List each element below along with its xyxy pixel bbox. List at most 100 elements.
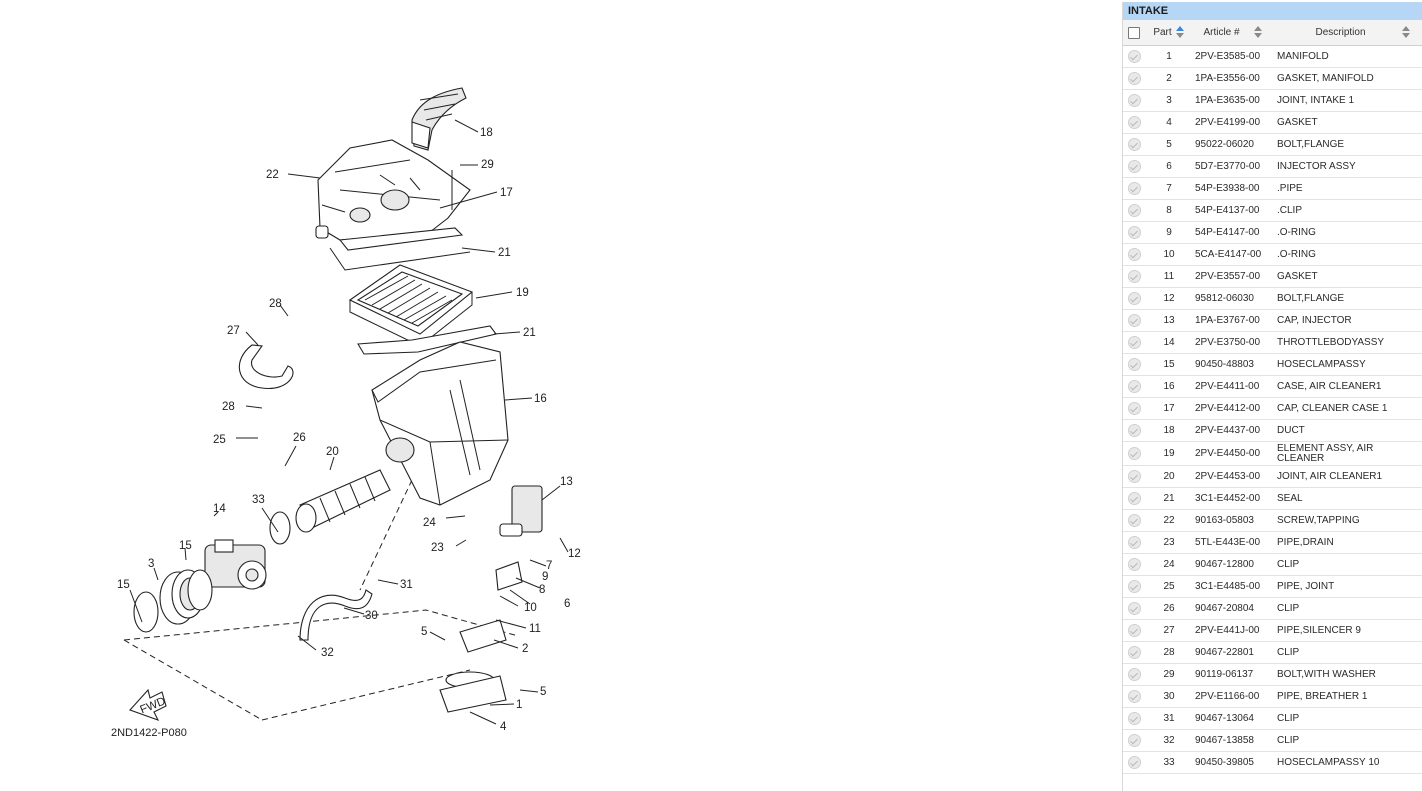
row-select-check-icon[interactable] — [1127, 204, 1141, 217]
row-select-check-icon[interactable] — [1127, 536, 1141, 549]
description-cell: CASE, AIR CLEANER1 — [1277, 380, 1382, 392]
row-select-check-icon[interactable] — [1127, 424, 1141, 437]
callout-7: 7 — [546, 560, 552, 572]
row-select-check-icon[interactable] — [1127, 756, 1141, 769]
article-number-cell: 90119-06137 — [1195, 668, 1254, 680]
exploded-parts-diagram[interactable]: FWD 1 2 3 4 5 5 6 7 8 9 10 11 12 13 14 1… — [0, 0, 1100, 791]
row-select-cell — [1123, 182, 1145, 195]
sort-icon[interactable] — [1401, 26, 1411, 39]
row-select-check-icon[interactable] — [1127, 690, 1141, 703]
description-cell: GASKET, MANIFOLD — [1277, 72, 1374, 84]
part-number-cell: 22 — [1163, 515, 1175, 526]
row-select-check-icon[interactable] — [1127, 624, 1141, 637]
row-select-check-icon[interactable] — [1127, 712, 1141, 725]
air-cleaner-joint — [295, 469, 391, 533]
sort-icon[interactable] — [1175, 26, 1185, 39]
row-select-check-icon[interactable] — [1127, 514, 1141, 527]
row-select-check-icon[interactable] — [1127, 270, 1141, 283]
row-select-check-icon[interactable] — [1127, 447, 1141, 460]
header-description[interactable]: Description — [1273, 26, 1422, 39]
row-select-check-icon[interactable] — [1127, 138, 1141, 151]
part-number-cell: 31 — [1163, 713, 1175, 724]
row-select-check-icon[interactable] — [1127, 94, 1141, 107]
callout-32: 32 — [321, 647, 334, 659]
row-select-check-icon[interactable] — [1127, 734, 1141, 747]
article-number-cell: 2PV-E4411-00 — [1195, 380, 1260, 392]
article-number-cell: 2PV-E4453-00 — [1195, 470, 1261, 482]
row-select-check-icon[interactable] — [1127, 668, 1141, 681]
row-select-check-icon[interactable] — [1127, 580, 1141, 593]
select-all-checkbox[interactable] — [1128, 26, 1140, 39]
part-number-cell: 19 — [1163, 448, 1175, 459]
header-part[interactable]: Part — [1145, 26, 1193, 39]
description-cell: SEAL — [1277, 492, 1303, 504]
row-select-check-icon[interactable] — [1127, 558, 1141, 571]
row-select-cell — [1123, 558, 1145, 571]
row-select-check-icon[interactable] — [1127, 380, 1141, 393]
row-select-check-icon[interactable] — [1127, 358, 1141, 371]
row-select-check-icon[interactable] — [1127, 50, 1141, 63]
callout-21a: 21 — [498, 247, 511, 259]
header-article[interactable]: Article # — [1193, 26, 1273, 39]
description-cell: DUCT — [1277, 424, 1305, 436]
breather-pipe — [299, 589, 373, 641]
row-select-check-icon[interactable] — [1127, 470, 1141, 483]
row-select-cell — [1123, 72, 1145, 85]
row-select-check-icon[interactable] — [1127, 226, 1141, 239]
header-part-label: Part — [1153, 27, 1172, 38]
sort-icon[interactable] — [1253, 26, 1263, 39]
row-select-cell — [1123, 380, 1145, 393]
row-select-check-icon[interactable] — [1127, 248, 1141, 261]
row-select-cell — [1123, 116, 1145, 129]
row-select-check-icon[interactable] — [1127, 336, 1141, 349]
row-select-check-icon[interactable] — [1127, 646, 1141, 659]
row-select-check-icon[interactable] — [1127, 116, 1141, 129]
article-number-cell: 90467-13858 — [1195, 734, 1254, 746]
row-select-check-icon[interactable] — [1127, 314, 1141, 327]
row-select-check-icon[interactable] — [1127, 72, 1141, 85]
article-number-cell: 2PV-E1166-00 — [1195, 690, 1260, 702]
row-select-check-icon[interactable] — [1127, 602, 1141, 615]
row-select-check-icon[interactable] — [1127, 182, 1141, 195]
article-number-cell: 1PA-E3556-00 — [1195, 72, 1260, 84]
row-select-check-icon[interactable] — [1127, 492, 1141, 505]
row-select-check-icon[interactable] — [1127, 160, 1141, 173]
row-select-check-icon[interactable] — [1127, 292, 1141, 305]
row-select-check-icon[interactable] — [1127, 402, 1141, 415]
article-number-cell: 90450-39805 — [1195, 756, 1254, 768]
